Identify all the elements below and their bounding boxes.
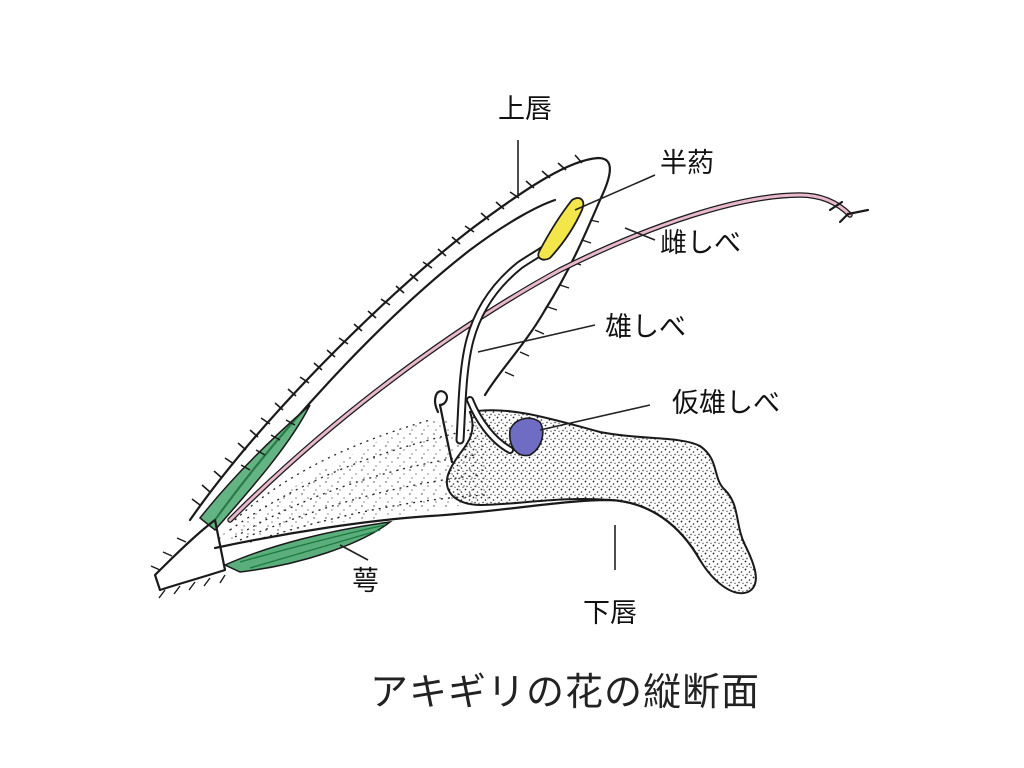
half-anther-shape: [537, 197, 585, 261]
label-calyx: 萼: [352, 566, 379, 597]
pistil-shape: [227, 192, 870, 523]
diagram-caption: アキギリの花の縦断面: [370, 670, 760, 714]
calyx-shape: [150, 404, 393, 599]
label-staminode: 仮雄しべ: [672, 388, 780, 419]
stamen-shape: [455, 240, 555, 454]
label-pistil: 雌しべ: [660, 228, 741, 259]
label-upper-lip: 上唇: [498, 94, 552, 125]
label-lower-lip: 下唇: [583, 598, 637, 629]
label-half-anther: 半葯: [660, 148, 714, 179]
corolla-tube: [213, 418, 702, 562]
staminode-shape: [434, 390, 544, 464]
label-stamen: 雄しべ: [605, 312, 686, 343]
leader-lines: [339, 140, 656, 570]
